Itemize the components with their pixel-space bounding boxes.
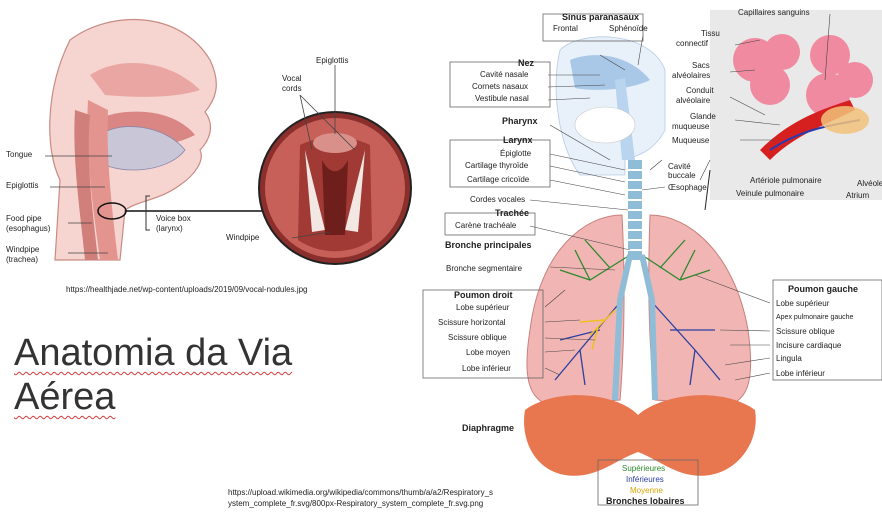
label-epiglottis-left: Epiglottis bbox=[6, 181, 38, 190]
label-frontal: Frontal bbox=[553, 24, 578, 33]
label-lobe-superieur-droit: Lobe supérieur bbox=[456, 303, 509, 312]
label-incisure-cardiaque: Incisure cardiaque bbox=[776, 341, 841, 350]
label-poumon-droit: Poumon droit bbox=[454, 290, 513, 300]
label-sinus-paranasaux: Sinus paranasaux bbox=[562, 12, 639, 22]
label-oesophage: Œsophage bbox=[668, 183, 707, 192]
label-conduit: Conduit bbox=[686, 86, 714, 95]
label-cartilage-thyroide: Cartilage thyroïde bbox=[465, 161, 528, 170]
label-cavite-nasale: Cavité nasale bbox=[480, 70, 528, 79]
label-windpipe-trachea: (trachea) bbox=[6, 255, 38, 264]
label-connectif: connectif bbox=[676, 39, 708, 48]
label-food-pipe-esophagus: (esophagus) bbox=[6, 224, 50, 233]
label-lingula: Lingula bbox=[776, 354, 802, 363]
label-atrium: Atrium bbox=[846, 191, 869, 200]
label-cartilage-cricoide: Cartilage cricoïde bbox=[467, 175, 529, 184]
label-superieures: Supérieures bbox=[622, 464, 665, 473]
label-capillaires-sanguins: Capillaires sanguins bbox=[738, 8, 810, 17]
label-sacs: Sacs bbox=[692, 61, 710, 70]
label-scissure-horizontal: Scissure horizontal bbox=[438, 318, 506, 327]
slide-title-line-1: Anatomia da Via bbox=[14, 332, 292, 375]
label-lobe-superieur-gauche: Lobe supérieur bbox=[776, 299, 829, 308]
label-scissure-oblique-droit: Scissure oblique bbox=[448, 333, 507, 342]
label-larynx: Larynx bbox=[503, 135, 533, 145]
label-bronches-lobaires: Bronches lobaires bbox=[606, 496, 685, 506]
label-buccale: buccale bbox=[668, 171, 696, 180]
label-vocal: Vocal bbox=[282, 74, 302, 83]
respiratory-diagram: Sinus paranasaux Frontal Sphénoïde Nez C… bbox=[410, 0, 882, 512]
label-food-pipe: Food pipe bbox=[6, 214, 42, 223]
label-veinule-pulmonaire: Veinule pulmonaire bbox=[736, 189, 804, 198]
label-bronche-segmentaire: Bronche segmentaire bbox=[446, 264, 522, 273]
label-scissure-oblique-gauche: Scissure oblique bbox=[776, 327, 835, 336]
label-bronche-principales: Bronche principales bbox=[445, 240, 532, 250]
slide-title-line-2: Aérea bbox=[14, 376, 115, 419]
label-alveolaire: alvéolaire bbox=[676, 96, 710, 105]
label-diaphragme: Diaphragme bbox=[462, 423, 514, 433]
label-cordes-vocales: Cordes vocales bbox=[470, 195, 525, 204]
source-url-respiratory-2: ystem_complete_fr.svg/800px-Respiratory_… bbox=[228, 499, 483, 508]
label-voice-box-larynx: (larynx) bbox=[156, 224, 183, 233]
source-url-throat: https://healthjade.net/wp-content/upload… bbox=[66, 285, 308, 294]
label-lobe-inferieur-gauche: Lobe inférieur bbox=[776, 369, 825, 378]
label-muqueuse-glande: muqueuse bbox=[672, 122, 709, 131]
label-vestibule-nasal: Vestibule nasal bbox=[475, 94, 529, 103]
label-windpipe-left: Windpipe bbox=[6, 245, 39, 254]
label-lobe-moyen: Lobe moyen bbox=[466, 348, 510, 357]
label-alveole: Alvéole bbox=[857, 179, 882, 188]
label-alveolaires: alvéolaires bbox=[672, 71, 710, 80]
throat-diagram: Tongue Epiglottis Food pipe (esophagus) … bbox=[0, 0, 420, 300]
label-windpipe-right: Windpipe bbox=[226, 233, 259, 242]
label-tissu: Tissu bbox=[701, 29, 720, 38]
label-nez: Nez bbox=[518, 58, 534, 68]
label-carene-tracheale: Carène trachéale bbox=[455, 221, 516, 230]
label-glande: Glande bbox=[690, 112, 716, 121]
label-sphenoide: Sphénoïde bbox=[609, 24, 648, 33]
throat-illustration bbox=[0, 0, 420, 300]
label-lobe-inferieur-droit: Lobe inférieur bbox=[462, 364, 511, 373]
label-trachee: Trachée bbox=[495, 208, 529, 218]
label-arteriole-pulmonaire: Artériole pulmonaire bbox=[750, 176, 822, 185]
label-cavite: Cavité bbox=[668, 162, 691, 171]
label-muqueuse: Muqueuse bbox=[672, 136, 709, 145]
label-epiglottis-top: Epiglottis bbox=[316, 56, 348, 65]
label-voice-box: Voice box bbox=[156, 214, 191, 223]
label-inferieures: Inférieures bbox=[626, 475, 664, 484]
label-cords: cords bbox=[282, 84, 302, 93]
source-url-respiratory-1: https://upload.wikimedia.org/wikipedia/c… bbox=[228, 488, 493, 497]
label-apex-pulmonaire: Apex pulmonaire gauche bbox=[776, 314, 853, 321]
label-moyenne: Moyenne bbox=[630, 486, 663, 495]
label-tongue: Tongue bbox=[6, 150, 32, 159]
label-poumon-gauche: Poumon gauche bbox=[788, 284, 858, 294]
label-pharynx: Pharynx bbox=[502, 116, 538, 126]
label-cornets-nasaux: Cornets nasaux bbox=[472, 82, 528, 91]
label-epiglotte: Épiglotte bbox=[500, 149, 531, 158]
